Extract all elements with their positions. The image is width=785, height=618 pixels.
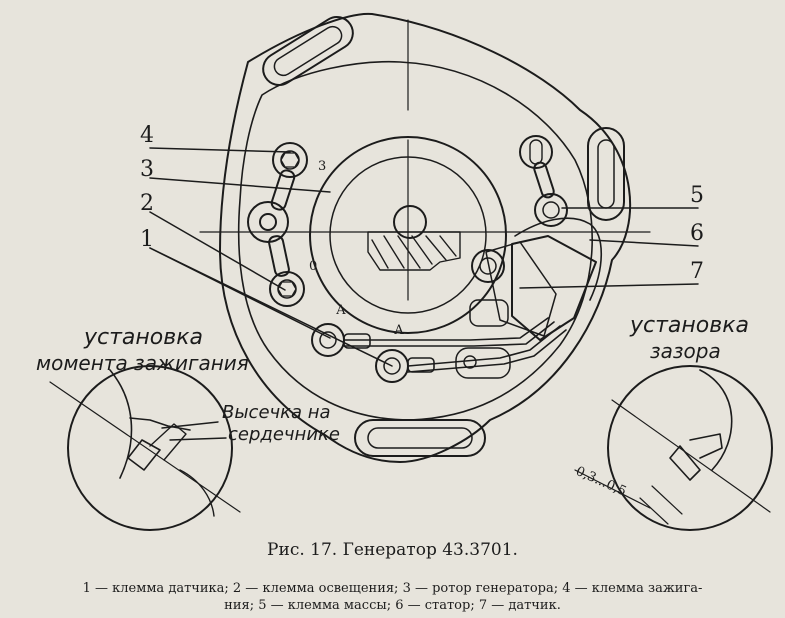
top-left-mount-slot: [262, 15, 354, 87]
figure-legend: 1 — клемма датчика; 2 — клемма освещения…: [0, 580, 785, 614]
figure-legend-line2: ния; 5 — клемма массы; 6 — статор; 7 — д…: [224, 598, 561, 613]
terminal-jumpers: [268, 161, 555, 277]
ignition-detail-view: [49, 365, 241, 531]
label-5: 5: [690, 183, 704, 208]
notch-leader: [161, 421, 227, 441]
sensor-wires: [343, 317, 567, 373]
gap-setting-line2: зазора: [650, 339, 721, 363]
figure-title: Рис. 17. Генератор 43.3701.: [267, 540, 518, 560]
terminal-mark-3: 3: [318, 159, 326, 174]
terminal-mark-0: 0: [309, 259, 317, 274]
label-6: 6: [690, 221, 704, 246]
gap-value: 0,3...0,5: [573, 464, 628, 500]
housing-inner-rim: [237, 60, 593, 421]
label-4: 4: [140, 123, 154, 148]
sensor-7-block: [455, 235, 597, 379]
center-lines: [199, 19, 651, 301]
housing-outline: [219, 12, 632, 463]
gap-setting-line1: установка: [629, 313, 749, 338]
terminal-2-lighting: [269, 271, 305, 307]
ignition-setting-line1: установка: [83, 325, 203, 350]
figure-legend-line1: 1 — клемма датчика; 2 — клемма освещения…: [82, 581, 703, 596]
ignition-setting-line2: момента зажигания: [36, 351, 249, 375]
gap-detail-view: [574, 365, 773, 531]
terminal-mark-a2: А: [394, 323, 404, 338]
label-2: 2: [140, 191, 154, 216]
rotor-section-hatch: [367, 231, 461, 271]
right-mount-slot: [587, 127, 625, 221]
label-1: 1: [140, 227, 154, 252]
bottom-mount-slot: [354, 419, 486, 457]
terminal-mark-a1: А: [336, 303, 346, 318]
label-3: 3: [140, 157, 154, 182]
shaft-circle: [393, 205, 427, 239]
rotor-outer-circle: [309, 136, 507, 334]
stator-6: [514, 217, 603, 301]
label-7: 7: [690, 259, 704, 284]
notch-label-line2: сердечнике: [228, 424, 340, 445]
terminal-post-middle: [247, 201, 289, 243]
terminal-5-ground: [534, 193, 568, 227]
callout-leaders: [149, 147, 699, 367]
terminal-4-ignition: [272, 142, 308, 178]
notch-label-line1: Высечка на: [222, 402, 331, 423]
